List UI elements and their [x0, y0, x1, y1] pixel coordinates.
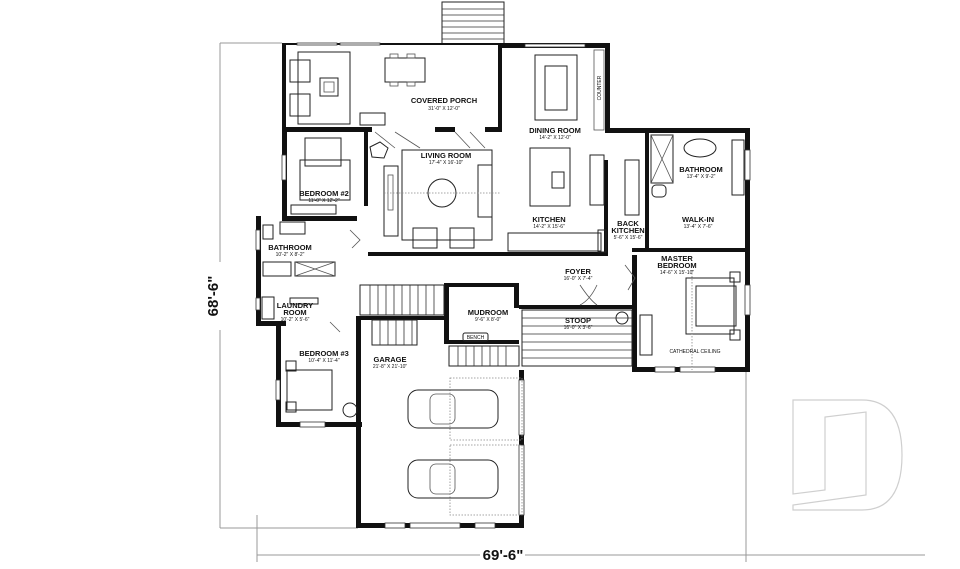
counter-label: COUNTER	[597, 75, 603, 100]
svg-text:BATHROOM: BATHROOM	[268, 243, 312, 252]
svg-text:WALK-IN: WALK-IN	[682, 215, 714, 224]
room-master-bathroom: BATHROOM 13'-4" X 9'-2"	[679, 165, 723, 180]
svg-text:FOYER: FOYER	[565, 267, 591, 276]
dining-furniture	[534, 49, 605, 131]
svg-text:BEDROOM #3: BEDROOM #3	[299, 349, 349, 358]
room-mudroom: MUDROOM 9'-6" X 8'-0"	[468, 308, 508, 323]
room-bedroom-3: BEDROOM #3 10'-4" X 11'-4"	[299, 349, 349, 364]
svg-text:14'-6" X 15'-10": 14'-6" X 15'-10"	[660, 270, 695, 276]
living-furniture	[369, 141, 500, 249]
svg-text:DINING ROOM: DINING ROOM	[529, 126, 581, 135]
svg-text:STOOP: STOOP	[565, 316, 591, 325]
svg-text:BATHROOM: BATHROOM	[679, 165, 723, 174]
svg-text:GARAGE: GARAGE	[374, 355, 407, 364]
svg-text:14'-2" X 15'-6": 14'-2" X 15'-6"	[533, 224, 565, 230]
watermark-logo-icon	[792, 399, 903, 511]
bedroom3-furniture	[285, 360, 358, 418]
svg-text:KITCHEN: KITCHEN	[532, 215, 565, 224]
room-dining: DINING ROOM 14'-2" X 12'-0"	[529, 126, 581, 141]
room-living: LIVING ROOM 17'-4" X 16'-10"	[421, 151, 471, 166]
svg-text:16'-0" X 3'-6": 16'-0" X 3'-6"	[564, 325, 593, 331]
svg-text:5'-6" X 15'-6": 5'-6" X 15'-6"	[614, 235, 643, 241]
dimension-lines	[219, 42, 925, 562]
laundry-fixtures	[261, 296, 319, 320]
room-garage: GARAGE 21'-8" X 21'-10"	[373, 355, 408, 370]
bench-label: BENCH	[467, 335, 485, 341]
porch-furniture	[289, 51, 426, 126]
svg-text:9'-6" X 8'-0": 9'-6" X 8'-0"	[475, 317, 501, 323]
svg-text:10'-2" X 5'-6": 10'-2" X 5'-6"	[281, 317, 310, 323]
room-back-kitchen: BACK KITCHEN 5'-6" X 15'-6"	[611, 219, 644, 241]
master-bath-fixtures	[624, 134, 745, 216]
room-walk-in: WALK-IN 13'-4" X 7'-6"	[682, 215, 714, 230]
porch-stairs	[441, 1, 505, 45]
svg-text:BACK: BACK	[617, 219, 639, 228]
svg-text:ROOM: ROOM	[283, 308, 306, 317]
svg-text:LAUNDRY: LAUNDRY	[277, 301, 313, 310]
doors	[329, 131, 636, 333]
room-foyer: FOYER 16'-0" X 7'-4"	[564, 267, 593, 282]
bathroom2-fixtures	[262, 221, 336, 277]
svg-text:BEDROOM: BEDROOM	[657, 261, 696, 270]
garage-cars	[407, 377, 523, 516]
bedroom2-furniture	[290, 137, 351, 215]
svg-text:17'-4" X 16'-10": 17'-4" X 16'-10"	[429, 160, 464, 166]
overall-depth-label: 68'-6"	[205, 276, 222, 317]
svg-text:MUDROOM: MUDROOM	[468, 308, 508, 317]
interior-stairs	[359, 284, 520, 367]
overall-width-label: 69'-6"	[483, 547, 524, 564]
windows	[255, 42, 751, 529]
svg-text:13'-4" X 7'-6": 13'-4" X 7'-6"	[684, 224, 713, 230]
room-bathroom-2: BATHROOM 10'-2" X 8'-2"	[268, 243, 312, 258]
kitchen-fixtures	[507, 147, 607, 253]
svg-text:10'-4" X 11'-4": 10'-4" X 11'-4"	[308, 358, 339, 364]
room-laundry: LAUNDRY ROOM 10'-2" X 5'-6"	[277, 301, 313, 323]
svg-text:14'-2" X 12'-0": 14'-2" X 12'-0"	[539, 135, 571, 141]
svg-text:COVERED PORCH: COVERED PORCH	[411, 96, 477, 105]
room-covered-porch: COVERED PORCH 31'-0" X 12'-0"	[411, 96, 477, 112]
svg-text:MASTER: MASTER	[661, 254, 693, 263]
svg-text:10'-2" X 8'-2": 10'-2" X 8'-2"	[276, 252, 305, 258]
room-bedroom-2: BEDROOM #2 11'-0" X 12'-2"	[299, 189, 349, 204]
svg-text:21'-8" X 21'-10": 21'-8" X 21'-10"	[373, 364, 408, 370]
svg-text:11'-0" X 12'-2": 11'-0" X 12'-2"	[308, 198, 339, 204]
room-labels: COVERED PORCH 31'-0" X 12'-0" DINING ROO…	[268, 96, 723, 370]
mudroom-bench	[462, 332, 489, 342]
cathedral-ceiling-label: CATHEDRAL CEILING	[669, 349, 720, 355]
room-kitchen: KITCHEN 14'-2" X 15'-6"	[532, 215, 565, 230]
svg-text:LIVING ROOM: LIVING ROOM	[421, 151, 471, 160]
svg-text:13'-4" X 9'-2": 13'-4" X 9'-2"	[687, 174, 716, 180]
svg-text:KITCHEN: KITCHEN	[611, 226, 644, 235]
master-bedroom-furniture	[615, 270, 741, 370]
svg-text:31'-0" X 12'-0": 31'-0" X 12'-0"	[428, 106, 460, 112]
svg-text:BEDROOM #2: BEDROOM #2	[299, 189, 349, 198]
walls	[256, 43, 750, 528]
room-master-bedroom: MASTER BEDROOM 14'-6" X 15'-10"	[657, 254, 696, 276]
room-stoop: STOOP 16'-0" X 3'-6"	[564, 316, 593, 331]
svg-text:16'-0" X 7'-4": 16'-0" X 7'-4"	[564, 276, 593, 282]
stoop-stairs	[521, 309, 633, 367]
